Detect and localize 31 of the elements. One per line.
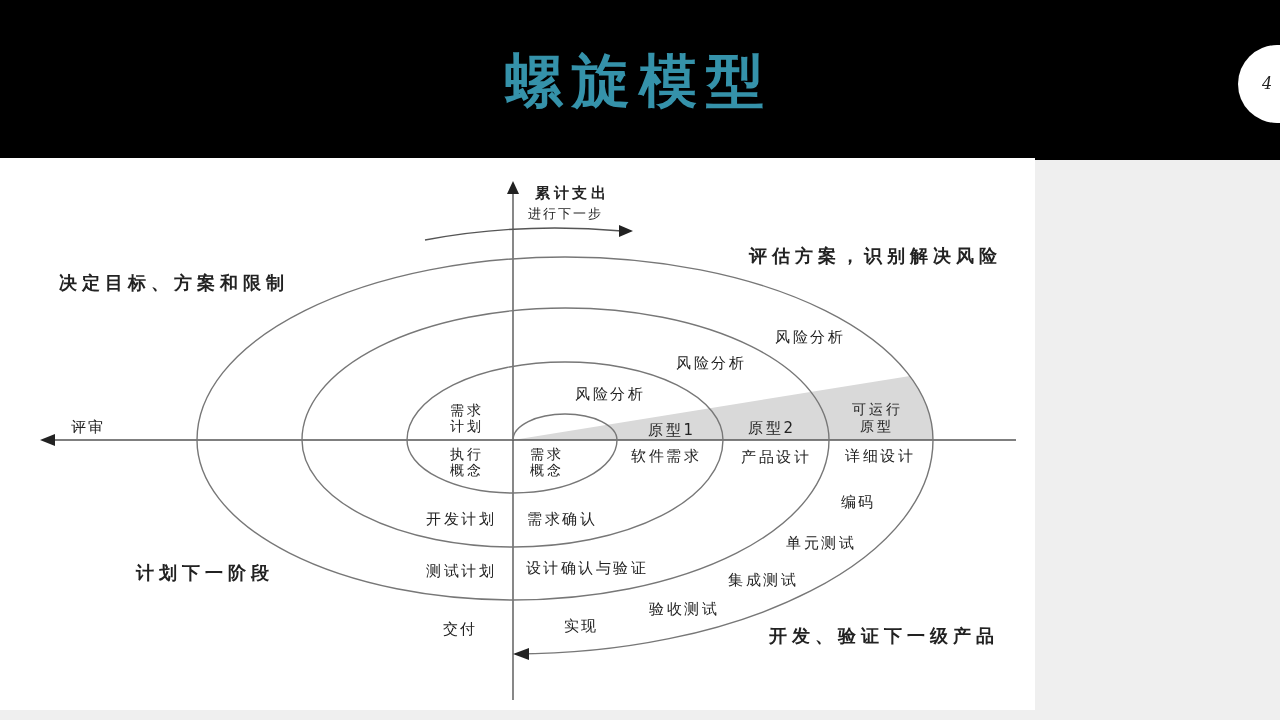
prototype-label: 原型2 xyxy=(748,419,796,437)
activity-label: 集成测试 xyxy=(728,571,798,589)
activity-label: 软件需求 xyxy=(631,447,701,465)
activity-label: 验收测试 xyxy=(649,600,719,618)
activity-label: 风险分析 xyxy=(775,328,845,346)
slide-title: 螺旋模型 xyxy=(505,50,773,114)
prototype-label: 可运行原型 xyxy=(850,401,904,435)
activity-label: 单元测试 xyxy=(786,534,856,552)
activity-label: 交付 xyxy=(442,620,478,638)
activity-label: 需求概念 xyxy=(529,446,565,478)
activity-label: 风险分析 xyxy=(676,354,746,372)
page-number: 4 xyxy=(1262,76,1273,92)
activity-label: 设计确认与验证 xyxy=(525,559,649,577)
activity-label: 风险分析 xyxy=(575,385,645,403)
activity-label: 执行概念 xyxy=(449,446,485,478)
activity-label: 实现 xyxy=(563,617,599,635)
quadrant-label: 评估方案，识别解决风险 xyxy=(748,245,1002,267)
axis-label: 累计支出 xyxy=(535,184,609,202)
activity-label: 开发计划 xyxy=(426,510,496,528)
direction-label: 进行下一步 xyxy=(527,206,603,222)
quadrant-label: 计划下一阶段 xyxy=(136,562,274,584)
activity-label: 详细设计 xyxy=(845,447,915,465)
axis-label: 评审 xyxy=(70,418,106,436)
activity-label: 需求确认 xyxy=(527,510,597,528)
quadrant-label: 开发、验证下一级产品 xyxy=(769,625,999,647)
prototype-label: 原型1 xyxy=(648,421,696,439)
activity-label: 测试计划 xyxy=(426,562,496,580)
activity-label: 需求计划 xyxy=(449,402,485,434)
activity-label: 产品设计 xyxy=(741,448,811,466)
activity-label: 编码 xyxy=(840,493,876,511)
quadrant-label: 决定目标、方案和限制 xyxy=(59,272,289,294)
